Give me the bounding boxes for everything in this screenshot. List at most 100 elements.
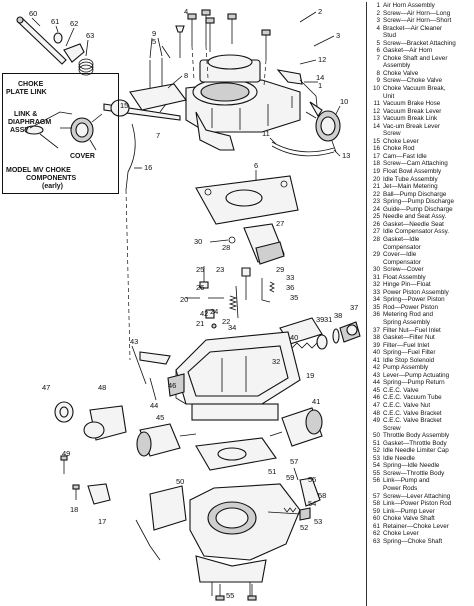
part-number: 52	[372, 447, 380, 455]
part-number: 18	[372, 160, 380, 168]
part-name: Lever—Pump Actuating	[383, 371, 450, 379]
part-number: 60	[372, 515, 380, 523]
callout-59: 59	[286, 473, 294, 482]
link-diaphragm-label-1: LINK &	[14, 111, 37, 118]
callout-18: 18	[70, 505, 78, 514]
callout-3: 3	[336, 31, 340, 40]
part-name: Gasket—Filter Nut	[383, 334, 435, 342]
float-bowl-assembly	[167, 331, 301, 421]
part-name: C.E.C. Valve Bracket	[383, 417, 442, 425]
part-name: Compensator	[383, 243, 421, 251]
inset-caption-2: COMPONENTS	[26, 175, 77, 182]
air-horn-assembly	[185, 54, 301, 151]
callout-51: 51	[268, 467, 276, 476]
callout-31: 31	[324, 315, 332, 324]
part-name: Screw—Air Horn—Short	[383, 17, 452, 25]
part-name: Screw	[383, 424, 401, 432]
part-number: 24	[372, 205, 380, 213]
fuel-inlet-filter	[291, 321, 361, 350]
cec-valve	[136, 423, 197, 457]
part-number: 49	[372, 417, 380, 425]
part-name: Idle Compensator Assy.	[383, 228, 450, 236]
callout-37: 37	[350, 303, 358, 312]
part-name: Retainer—Choke Lever	[383, 522, 449, 530]
part-number	[370, 425, 380, 433]
part-number: 43	[372, 371, 380, 379]
part-name: Assembly	[383, 62, 411, 70]
part-number: 12	[372, 107, 380, 115]
part-number: 50	[372, 432, 380, 440]
part-number: 19	[372, 168, 380, 176]
part-name: Gasket—Needle Seat	[383, 220, 444, 228]
part-number: 20	[372, 175, 380, 183]
part-number: 14	[372, 122, 380, 130]
choke-valve-plate	[129, 83, 187, 111]
part-number	[370, 130, 380, 138]
callout-24: 24	[210, 307, 218, 316]
part-name: Screw	[383, 130, 401, 138]
part-name: C.E.C. Vacuum Tube	[383, 394, 442, 402]
part-name: Ball—Pump Discharge	[383, 190, 447, 198]
part-number: 5	[376, 39, 380, 47]
part-number: 3	[376, 17, 380, 25]
part-name: Vac-um Break Lever	[383, 122, 440, 130]
part-number: 28	[372, 235, 380, 243]
callout-19: 19	[306, 371, 314, 380]
part-number: 54	[372, 462, 380, 470]
part-name: Stud	[383, 32, 396, 40]
part-number: 35	[372, 303, 380, 311]
leader-lines	[31, 11, 341, 180]
part-number: 25	[372, 213, 380, 221]
part-name: Gasket—Air Horn	[383, 47, 433, 55]
idle-stop-solenoid	[269, 407, 323, 447]
part-number: 15	[372, 137, 380, 145]
part-name: Hinge Pin—Float	[383, 281, 431, 289]
part-number: 40	[372, 349, 380, 357]
part-number: 56	[372, 477, 380, 485]
callout-49: 49	[62, 449, 70, 458]
callout-60: 60	[29, 9, 37, 18]
part-number: 4	[376, 24, 380, 32]
part-number: 13	[372, 115, 380, 123]
callout-6: 6	[254, 161, 258, 170]
vacuum-break-hose	[271, 141, 335, 153]
part-name: Link—Pump and	[383, 477, 430, 485]
part-number: 46	[372, 394, 380, 402]
part-number: 55	[372, 469, 380, 477]
part-name: Guide—Pump Discharge	[383, 205, 453, 213]
callout-15: 15	[120, 101, 128, 110]
callout-54: 54	[308, 499, 316, 508]
callout-2: 2	[318, 7, 322, 16]
air-horn-screws	[187, 9, 271, 87]
callout-7: 7	[156, 131, 160, 140]
part-name: Float Assembly	[383, 273, 426, 281]
part-name: Unit	[383, 92, 395, 100]
part-number	[370, 485, 380, 493]
part-number: 26	[372, 220, 380, 228]
choke-inset-frame	[2, 73, 119, 194]
link-diaphragm-label-3: ASSY	[10, 127, 29, 134]
part-number	[370, 32, 380, 40]
part-number: 7	[376, 54, 380, 62]
callout-27: 27	[276, 219, 284, 228]
part-number	[370, 244, 380, 252]
